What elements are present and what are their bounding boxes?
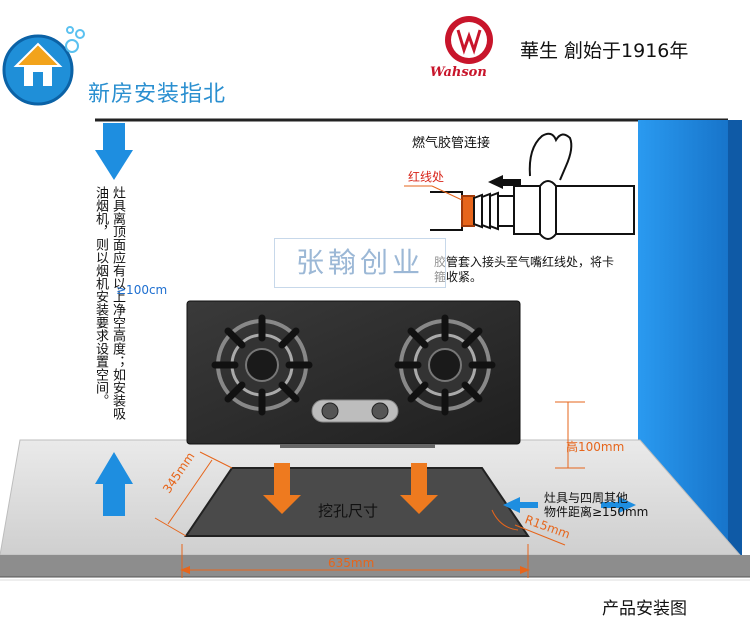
orange-arrows xyxy=(263,463,438,514)
cutout-hole xyxy=(184,467,530,537)
countertop-edge xyxy=(0,555,750,577)
gas-connection-title: 燃气胶管连接 xyxy=(412,136,491,151)
figure-caption: 产品安装图 xyxy=(602,599,687,619)
width-label: 635mm xyxy=(328,556,375,570)
burner-right xyxy=(394,314,496,416)
distance-note-line1: 灶具与四周其他 xyxy=(544,491,629,505)
distance-note-line2: 物件距离≥150mm xyxy=(544,505,649,519)
cutout-label: 挖孔尺寸 xyxy=(318,502,379,520)
burner-left xyxy=(211,314,313,416)
wahson-brand-icon xyxy=(445,16,493,64)
control-knobs xyxy=(311,399,399,423)
watermark-text: 张翰创业 xyxy=(274,238,446,288)
clearance-arrows xyxy=(95,123,133,516)
brand-name: 華生 創始于1916年 xyxy=(520,40,689,62)
house-logo-icon xyxy=(2,26,85,106)
clearance-note: 灶具离顶面应有以上净空高度；如安装吸油烟机，则以烟机安装要求设置空间。 xyxy=(93,186,125,420)
red-line-label: 红线处 xyxy=(408,170,445,184)
gas-pipe xyxy=(430,132,635,240)
brand-logo-text: Wahson xyxy=(430,65,487,80)
clearance-value: ≥100cm xyxy=(116,283,168,297)
gas-connection-note: 胶管套入接头至气嘴红线处，将卡箍收紧。 xyxy=(434,255,615,284)
distance-arrows xyxy=(503,497,636,513)
height-label: 高100mm xyxy=(566,440,625,454)
logo-text: 新房安装指北 xyxy=(88,82,227,107)
